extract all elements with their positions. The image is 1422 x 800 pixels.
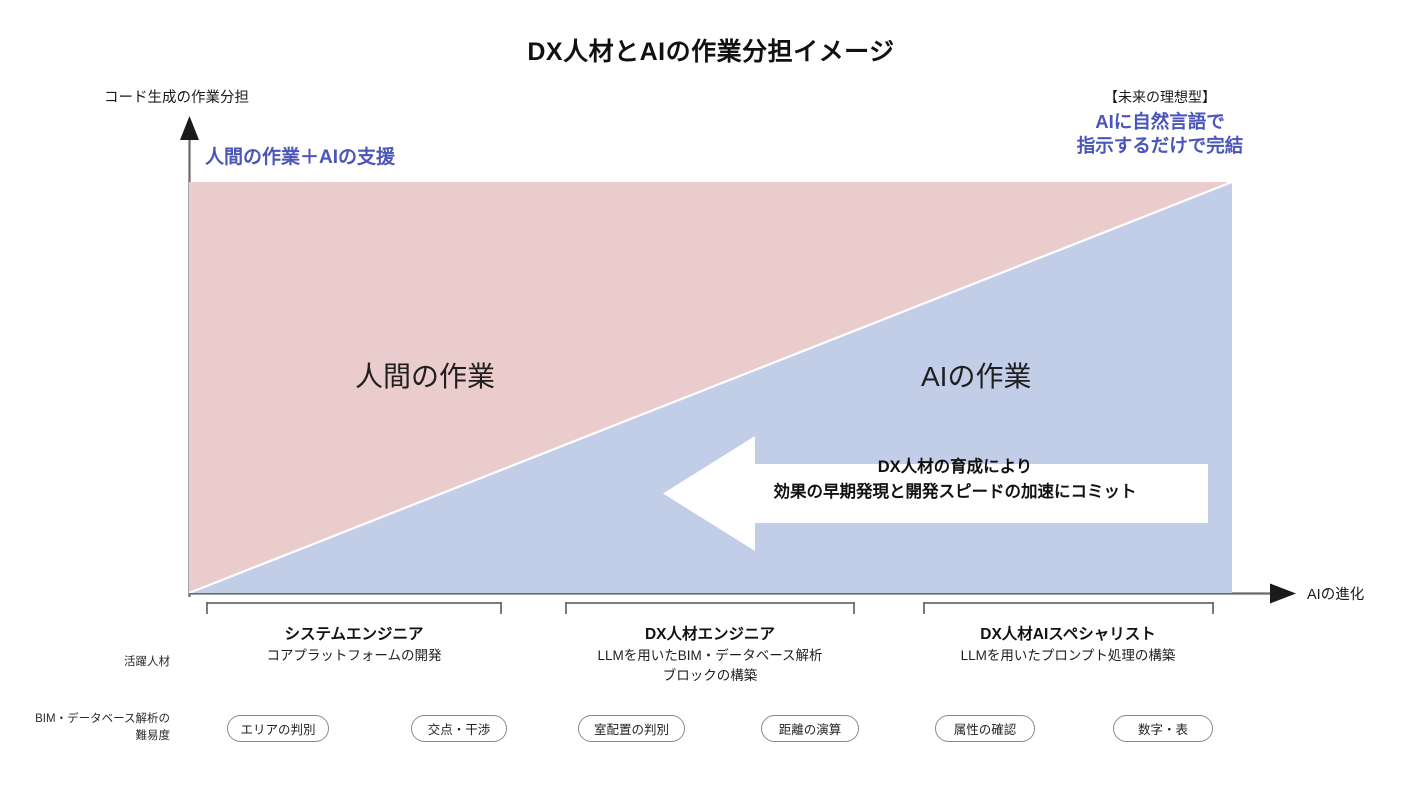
pill-group-1-0[interactable]: エリアの判別: [227, 715, 329, 742]
future-ideal-heading: 【未来の理想型】: [1104, 89, 1216, 105]
commit-arrow-shape: [663, 436, 1208, 551]
ai-work-label: AIの作業: [921, 361, 1032, 392]
page-title: DX人材とAIの作業分担イメージ: [527, 38, 895, 66]
commit-arrow-text: DX人材の育成により 効果の早期発現と開発スピードの加速にコミット: [705, 455, 1205, 505]
row-label-difficulty-line2: 難易度: [135, 729, 171, 742]
row-label-difficulty: BIM・データベース解析の 難易度: [10, 711, 170, 744]
commit-line-1: DX人材の育成により: [877, 458, 1033, 476]
pill-label: エリアの判別: [240, 723, 316, 737]
pill-group-1-1[interactable]: 交点・干渉: [411, 715, 507, 742]
row-label-active-talent: 活躍人材: [124, 656, 170, 668]
pill-label: 属性の確認: [953, 723, 1017, 737]
human-work-label: 人間の作業: [355, 361, 496, 392]
group-3-title: DX人材AIスペシャリスト: [980, 626, 1156, 643]
commit-line-2: 効果の早期発現と開発スピードの加速にコミット: [773, 482, 1137, 501]
annotation-human-plus-ai: 人間の作業＋AIの支援: [205, 147, 396, 168]
group-1-title: システムエンジニア: [284, 626, 424, 643]
pill-group-2-1[interactable]: 距離の演算: [761, 715, 859, 742]
group-2-sub-line1: LLMを用いたBIM・データベース解析: [597, 648, 823, 664]
bracket-group-1: [206, 601, 502, 615]
pill-group-2-0[interactable]: 室配置の判別: [578, 715, 685, 742]
group-1-text: システムエンジニア コアプラットフォームの開発: [184, 624, 524, 666]
group-1-sub-line1: コアプラットフォームの開発: [266, 648, 442, 664]
y-axis-label: コード生成の作業分担: [104, 90, 249, 106]
annotation-future-ideal: 【未来の理想型】 AIに自然言語で 指示するだけで完結: [1000, 88, 1320, 159]
x-axis-arrow-icon: [189, 583, 1296, 604]
pill-label: 数字・表: [1137, 723, 1188, 737]
bracket-group-3: [923, 601, 1214, 615]
group-3-text: DX人材AIスペシャリスト LLMを用いたプロンプト処理の構築: [898, 624, 1238, 666]
x-axis-label: AIの進化: [1307, 587, 1365, 603]
group-3-sub-line1: LLMを用いたプロンプト処理の構築: [960, 648, 1176, 664]
pill-label: 交点・干渉: [427, 723, 491, 737]
pill-group-3-1[interactable]: 数字・表: [1113, 715, 1213, 742]
future-ideal-line2: 指示するだけで完結: [1076, 135, 1244, 157]
pill-label: 距離の演算: [778, 723, 842, 737]
group-2-title: DX人材エンジニア: [644, 626, 776, 643]
left-arrow-icon: [663, 436, 1208, 551]
pill-group-3-0[interactable]: 属性の確認: [935, 715, 1035, 742]
row-label-difficulty-line1: BIM・データベース解析の: [35, 713, 170, 725]
group-2-sub-line2: ブロックの構築: [662, 668, 758, 684]
group-2-text: DX人材エンジニア LLMを用いたBIM・データベース解析 ブロックの構築: [540, 624, 880, 686]
bracket-group-2: [565, 601, 855, 615]
pill-label: 室配置の判別: [593, 723, 669, 737]
future-ideal-line1: AIに自然言語で: [1095, 110, 1225, 132]
